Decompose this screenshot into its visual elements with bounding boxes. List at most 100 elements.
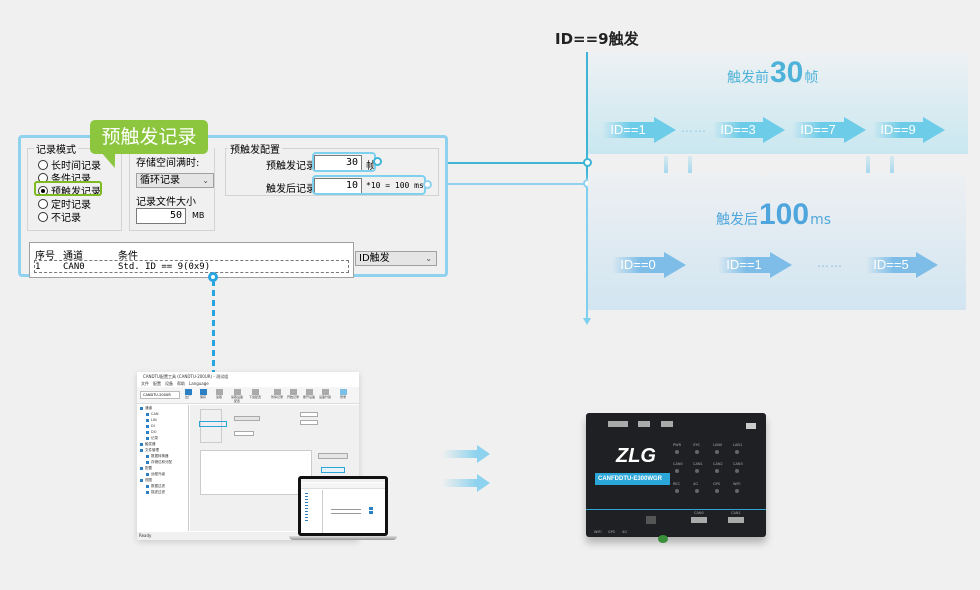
sim-slot	[746, 423, 756, 429]
pre-record-connector-dot	[373, 157, 382, 166]
led-label: CAN3	[733, 462, 743, 466]
frame-label: ID==9	[873, 122, 923, 138]
read-icon	[215, 389, 223, 395]
led-label: SYS	[693, 443, 700, 447]
radio-long-record[interactable]: 长时间记录	[38, 157, 101, 172]
select-value: 循环记录	[140, 175, 180, 186]
frame-arrow-pre-2: ID==7	[792, 117, 866, 143]
port-label: WIFI	[594, 530, 602, 534]
tree-item[interactable]: DO	[137, 429, 188, 435]
pretrigger-record-callout: 预触发记录	[90, 120, 208, 154]
led-sys	[695, 450, 699, 454]
tree-item[interactable]: LIN	[137, 417, 188, 423]
toolbar-button[interactable]: 下载配置	[249, 389, 261, 401]
device-select[interactable]: CANDTU-200UR	[140, 391, 180, 399]
led-pwr	[675, 450, 679, 454]
tree-item[interactable]: 记录	[137, 435, 188, 441]
trigger-type-select[interactable]: ID触发 ⌄	[355, 251, 437, 266]
toolbar-button[interactable]: 开始记录	[287, 389, 299, 401]
radio-timed-record[interactable]: 定时记录	[38, 196, 91, 211]
toolbar-button[interactable]: 出厂	[182, 389, 194, 401]
post-record-label: 触发后记录	[266, 184, 316, 195]
tree-item[interactable]: 描述过滤	[137, 489, 188, 495]
frame-label: ID==1	[602, 122, 654, 138]
radio-label: 条件记录	[51, 174, 91, 185]
gear-icon	[321, 389, 329, 395]
led-label: LAN0	[713, 443, 723, 447]
pre-record-unit: 帧	[366, 161, 376, 172]
pre-ellipsis: ……	[681, 121, 707, 135]
toolbar-button[interactable]: 保存	[197, 389, 209, 401]
toolbar-button[interactable]: 读取	[213, 389, 225, 401]
laptop-screen	[298, 476, 388, 536]
post-trigger-zone	[588, 173, 966, 310]
menu-item[interactable]: 设备	[165, 381, 173, 386]
tree-item[interactable]: 视图	[137, 477, 188, 483]
frame-label: ID==5	[866, 257, 916, 273]
arrow-head-icon	[763, 117, 785, 143]
led-lan0	[715, 450, 719, 454]
factory-icon	[184, 389, 192, 395]
software-main-panel	[190, 405, 359, 531]
toolbar-button[interactable]: 读取设备配置	[231, 389, 243, 403]
model-label: CANFDDTU-E300WGR	[595, 473, 670, 485]
window-title: CANDTU配置工具 (CANDTU-200UR) - 测试组	[143, 374, 229, 379]
menu-item[interactable]: 帮助	[177, 381, 185, 386]
file-size-input[interactable]: 50	[136, 208, 186, 224]
file-size-label: 记录文件大小	[136, 197, 196, 208]
menu-item[interactable]: 配置	[153, 381, 161, 386]
storage-full-select[interactable]: 循环记录⌄	[136, 173, 214, 188]
post-record-unit: *10 = 100 ms	[366, 181, 424, 190]
frame-arrow-pre-3: ID==9	[873, 117, 945, 143]
storage-group: 存储空间满时: 循环记录⌄ 记录文件大小 50 MB	[129, 148, 215, 231]
frame-label: ID==0	[612, 257, 664, 273]
pre-trigger-count: 30	[770, 56, 804, 89]
mini-input	[300, 412, 318, 417]
chevron-down-icon: ⌄	[425, 254, 432, 263]
table-row[interactable]	[34, 260, 349, 273]
tree-item[interactable]: 文件管理	[137, 447, 188, 453]
led-can2	[715, 469, 719, 473]
select-value: ID触发	[359, 253, 390, 264]
tree-item[interactable]: DI	[137, 423, 188, 429]
frame-label: ID==7	[792, 122, 844, 138]
menu-item[interactable]: 文件	[141, 381, 149, 386]
mini-condition-table	[200, 450, 312, 495]
tree-item[interactable]: CAN	[137, 411, 188, 417]
toolbar-button[interactable]: 暂停记录	[271, 389, 283, 401]
led-label: REC	[673, 482, 681, 486]
frame-arrow-pre-0: ID==1	[602, 117, 676, 143]
toolbar-button[interactable]: 设备升级	[319, 389, 331, 401]
pretrigger-config-group: 预触发配置 预触发记录 30 帧 触发后记录 10 *10 = 100 ms	[225, 141, 439, 196]
port-label: GPS	[608, 530, 616, 534]
tree-item[interactable]: 远程升级	[137, 471, 188, 477]
pre-record-highlight	[312, 152, 376, 172]
selected-option-highlight	[34, 181, 102, 196]
tree-item[interactable]: 配置	[137, 465, 188, 471]
post-trigger-duration: 100	[759, 198, 810, 231]
menu-bar: 文件 配置 设备 帮助 Language	[137, 381, 359, 387]
mini-input	[234, 431, 254, 436]
pre-trigger-unit: 帧	[804, 70, 819, 86]
radio-icon	[38, 159, 48, 170]
post-trigger-connector-line	[427, 183, 588, 185]
frame-arrow-post-0: ID==0	[612, 252, 686, 278]
tree-item[interactable]: 存储位和分配	[137, 459, 188, 465]
tree-item[interactable]: 通道	[137, 405, 188, 411]
pretrigger-config-title: 预触发配置	[228, 141, 282, 156]
menu-item[interactable]: Language	[189, 381, 209, 386]
mini-select	[234, 416, 260, 421]
tree-item[interactable]: 触发器	[137, 441, 188, 447]
tree-item[interactable]: 数据转换器	[137, 453, 188, 459]
column-header-condition: 条件	[118, 251, 138, 262]
led-label: CAN1	[693, 462, 703, 466]
led-can1	[695, 469, 699, 473]
arrow-head-icon	[916, 252, 938, 278]
radio-no-record[interactable]: 不记录	[38, 209, 81, 224]
arrow-head-icon	[654, 117, 676, 143]
brand-logo: ZLG	[616, 445, 656, 467]
tree-item[interactable]: 数据过滤	[137, 483, 188, 489]
toolbar-button[interactable]: 断开设备	[303, 389, 315, 401]
toolbar-button[interactable]: 登录	[337, 389, 349, 401]
toolbar: CANDTU-200UR 出厂 保存 读取 读取设备配置 下载配置 暂停记录 开…	[137, 387, 359, 404]
